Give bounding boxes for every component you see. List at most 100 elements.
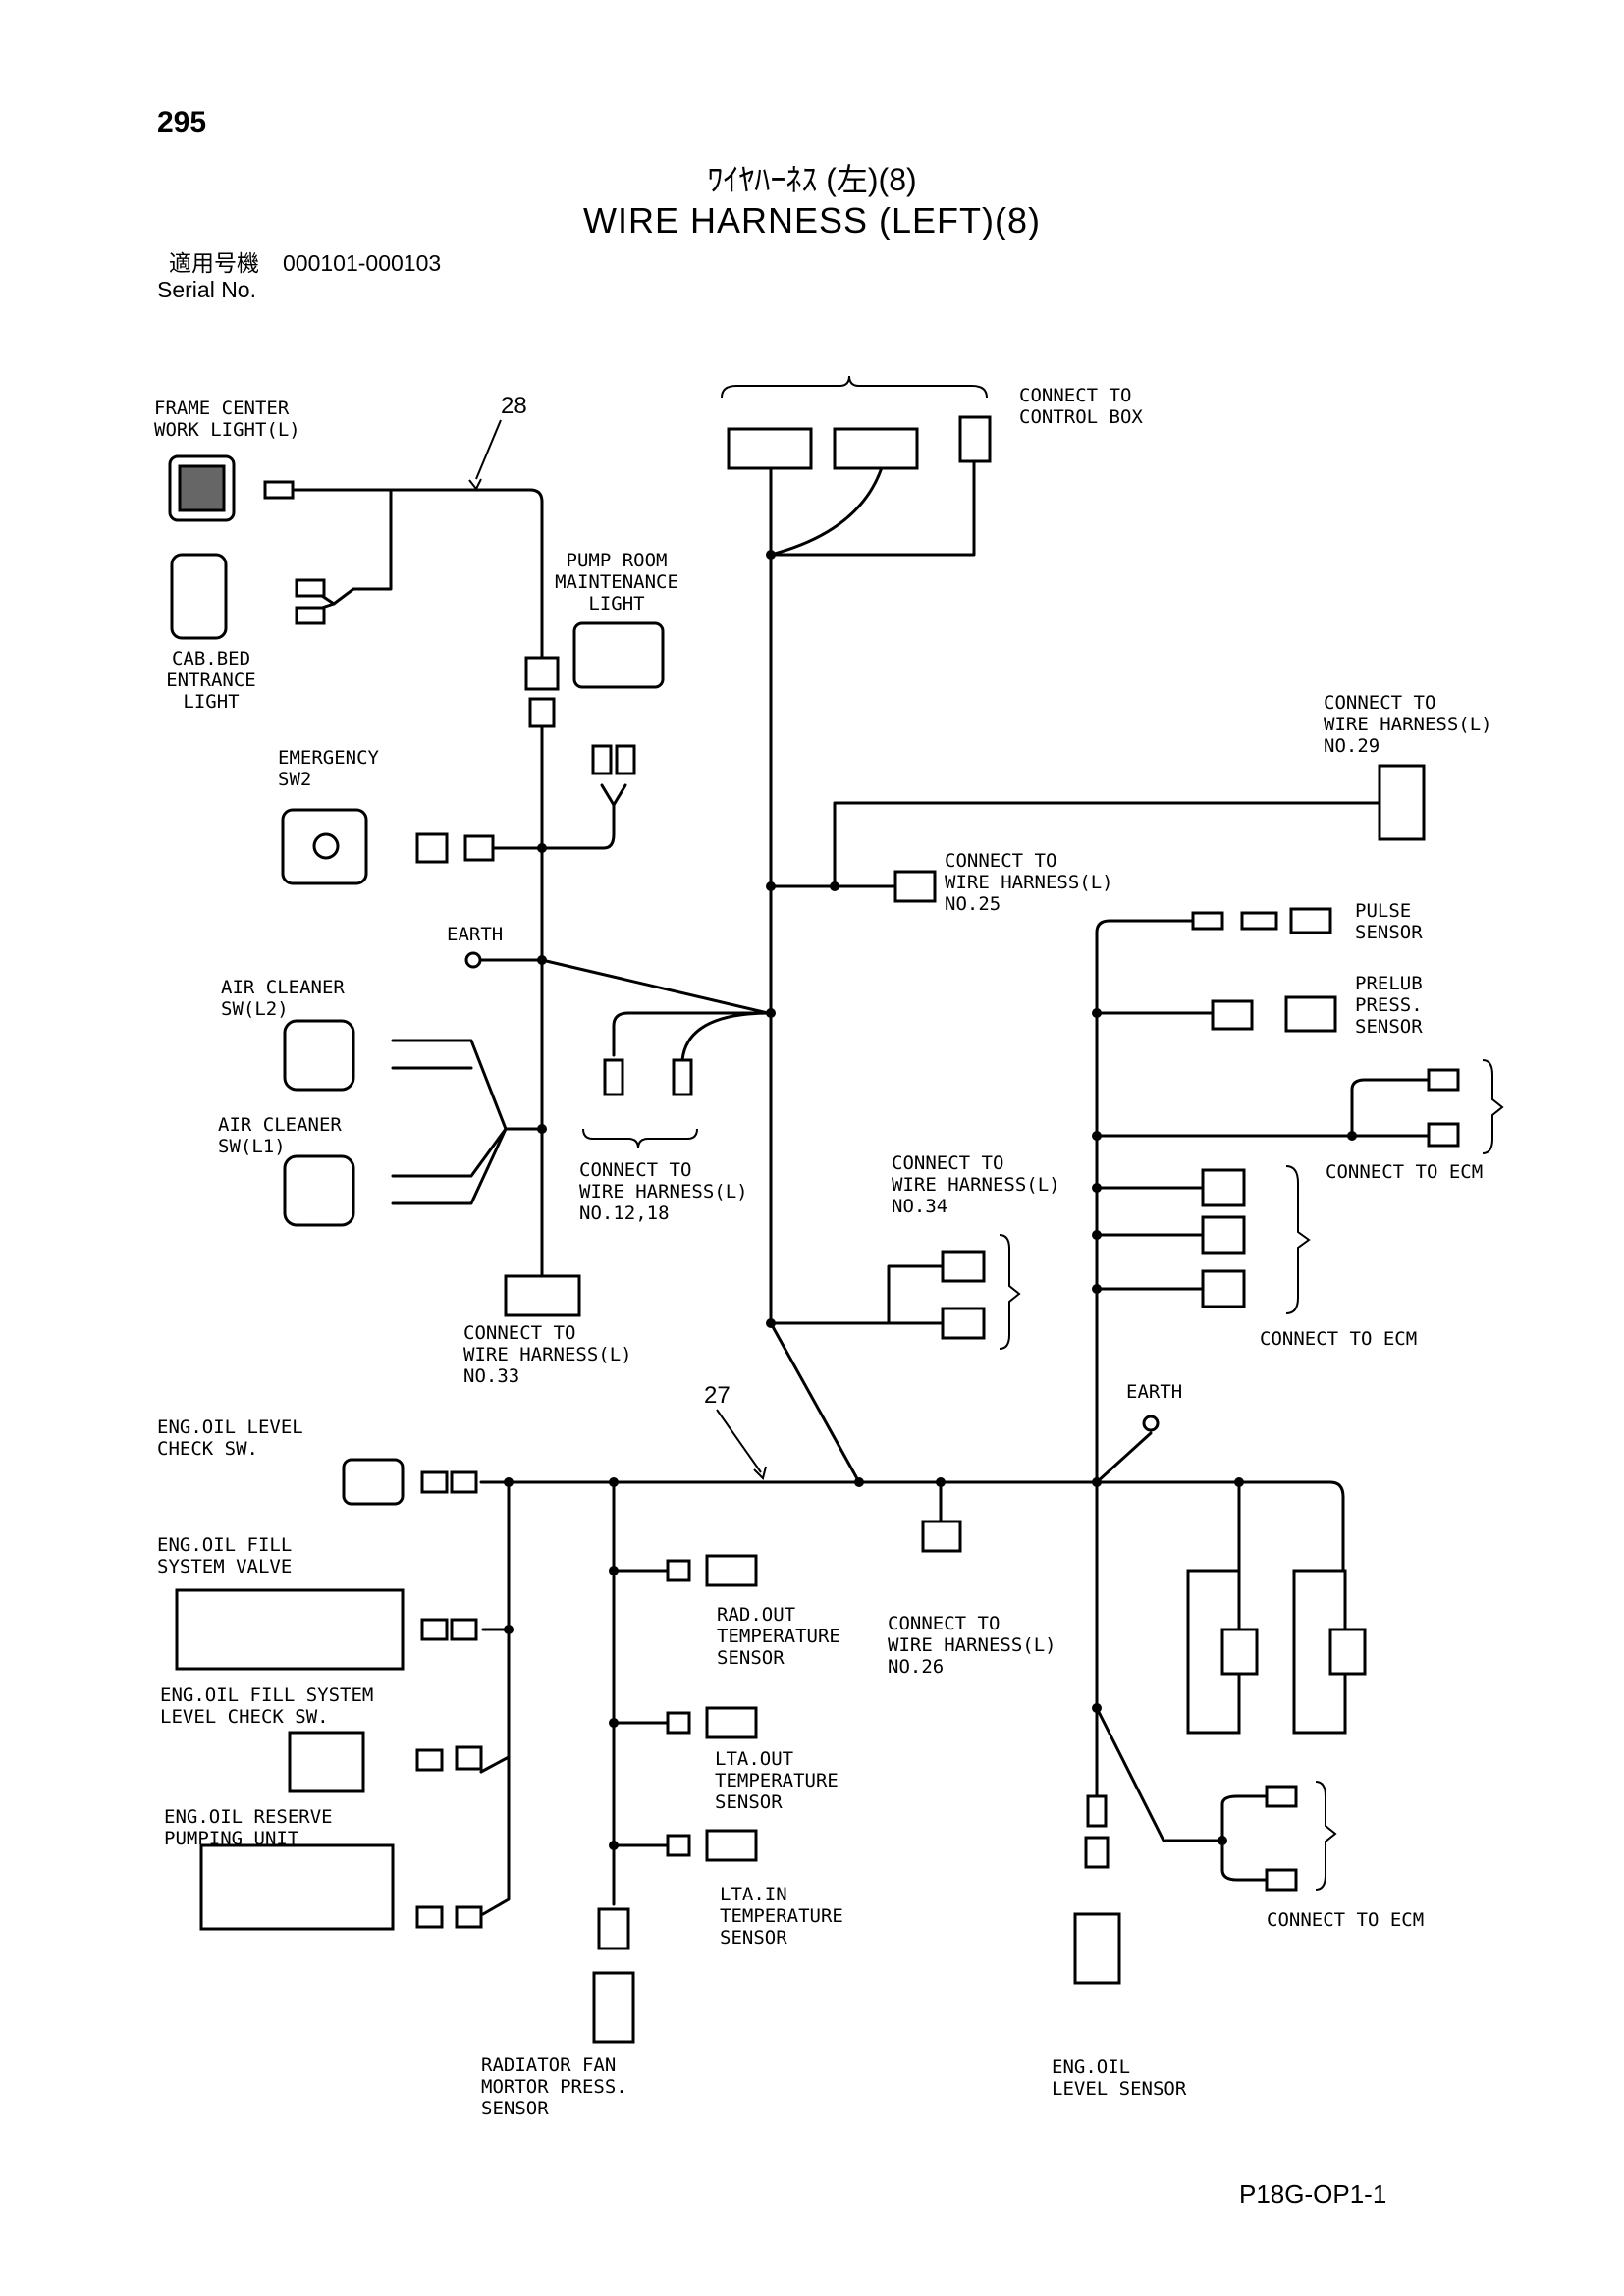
label-line: RADIATOR FAN [481,2055,616,2076]
eng-oil-level-sensor-body [1073,1912,1121,1985]
pulse-sensor-body [1289,907,1332,934]
label-line: MAINTENANCE [555,571,678,593]
label-connect-ecm-1: CONNECT TO ECM [1326,1161,1483,1183]
label-line: CONNECT TO [1019,385,1131,406]
label-line: SENSOR [481,2098,549,2119]
serial-number-range: 000101-000103 [283,250,442,276]
air-cleaner-l2-wire [391,1039,544,1131]
prelub-connector [1211,999,1254,1031]
ecm-connector-plug-b [1328,1628,1367,1676]
ecm2-connector-a [1201,1168,1246,1207]
control-box-wire-c [769,459,976,557]
no12-connector-b [672,1058,693,1096]
lta-in-sensor-body [705,1829,758,1862]
pump-light-connector-a [591,744,613,775]
pump-room-connector-b [528,697,556,728]
component-shapes [168,415,1460,2044]
label-line: SENSOR [720,1927,787,1949]
label-line: PRESS. [1355,994,1423,1016]
ecm2-wires [1095,1186,1205,1291]
label-line: CONNECT TO [1324,692,1435,714]
lta-out-connector [666,1711,691,1735]
level-check-sw-body [288,1731,365,1793]
label-line: SENSOR [1355,1016,1423,1038]
label-line: SW(L1) [218,1136,286,1157]
label-connect-ecm-3: CONNECT TO ECM [1267,1909,1424,1931]
no12-wire-b [680,1011,773,1062]
oil-level-connector-b [1084,1836,1110,1869]
earth-upper-wire [471,958,770,1015]
harness-28-main-wire [293,488,544,660]
ecm1-connector-b [1427,1122,1460,1148]
level-check-connector-a [415,1748,444,1772]
label-line: SENSOR [715,1791,783,1813]
pump-room-light-wire [540,783,627,850]
label-line: NO.34 [892,1196,947,1217]
label-line: FRAME CENTER [154,398,290,419]
rad-out-sensor-body [705,1554,758,1587]
cab-light-connector-b [295,606,326,625]
label-line: CONNECT TO ECM [1260,1328,1417,1350]
label-connect-ecm-2: CONNECT TO ECM [1260,1328,1417,1350]
pump-light-connector-b [615,744,636,775]
no29-connector [1378,764,1426,841]
ecm-connector-plug-a [1220,1628,1259,1676]
air-cleaner-l2-body [283,1019,355,1092]
ecm1-brace [1482,1059,1504,1154]
oil-level-connector-a [1086,1794,1108,1828]
eng-oil-level-connector-a [420,1470,449,1494]
serial-label-en: Serial No. [157,277,256,302]
title-japanese: ﾜｲﾔﾊｰﾈｽ (左)(8) [707,162,917,197]
eng-oil-reserve-pumping-unit-body [199,1843,395,1931]
emergency-connector-a [415,832,449,864]
harness-wires [293,459,1431,1916]
label-line: PULSE [1355,900,1411,922]
no26-connector [921,1520,962,1553]
label-line: LTA.IN [720,1884,787,1905]
pulse-connector-b [1240,911,1278,931]
label-line: LEVEL SENSOR [1052,2078,1187,2100]
label-line: AIR CLEANER [218,1114,342,1136]
label-line: WIRE HARNESS(L) [945,872,1113,893]
no12-connector-a [603,1058,624,1096]
earth-lower-terminal [1142,1415,1160,1432]
emergency-connector-b [463,834,495,862]
callout-28: 28 [501,393,527,419]
label-line: ENG.OIL FILL [157,1534,292,1556]
label-line: SYSTEM VALVE [157,1556,292,1577]
no12-brace [582,1128,698,1149]
pulse-connector-a [1191,911,1224,931]
cab-light-branch-wire-a [317,488,393,611]
page-number: 295 [157,106,207,138]
no29-wire [769,801,1381,888]
label-line: TEMPERATURE [720,1905,843,1927]
label-line: LTA.OUT [715,1748,793,1770]
callout-markers: 28 27 [468,393,767,1480]
pump-room-light-lamp [572,621,665,689]
control-box-connector-c [958,415,992,463]
label-line: SENSOR [1355,922,1423,943]
control-box-wire-b [769,459,886,557]
label-line: CONNECT TO [579,1159,691,1181]
drawing-code: P18G-OP1-1 [1239,2179,1387,2209]
lta-out-sensor-body [705,1706,758,1739]
label-line: WIRE HARNESS(L) [888,1634,1056,1656]
no33-connector [504,1274,581,1317]
ecm1-wires [1095,1078,1431,1138]
